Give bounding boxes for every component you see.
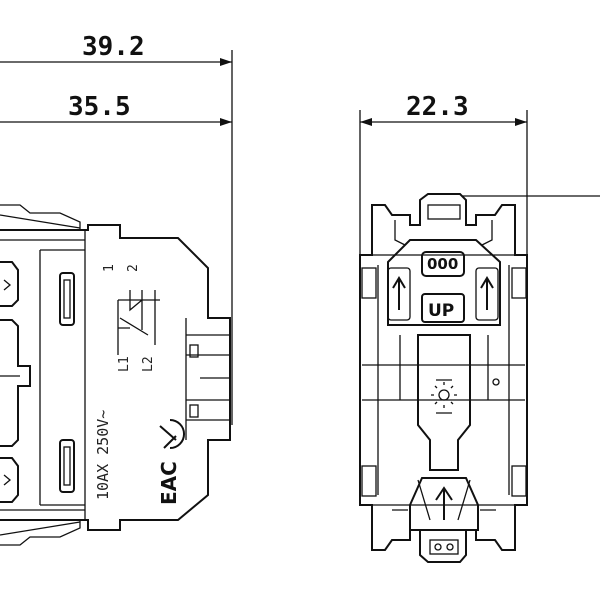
switch-symbol-icon [117, 290, 160, 355]
terminal-label-l2: L2 [141, 356, 156, 372]
ce-mark-icon [159, 419, 185, 449]
code-label: 000 [427, 255, 458, 273]
front-view: 000 UP [359, 193, 528, 563]
terminal-label-2: 2 [126, 264, 141, 272]
terminal-label-l1: L1 [117, 356, 132, 372]
dimension-label-module: 22.3 [406, 92, 469, 122]
up-label: UP [428, 301, 454, 321]
arrow-up-icon [387, 267, 411, 321]
dimension-module: 22.3 [359, 92, 528, 255]
dimension-label-body: 35.5 [68, 92, 131, 122]
dimension-label-overall: 39.2 [82, 32, 145, 62]
arrow-up-icon [475, 267, 499, 321]
lamp-icon [431, 379, 457, 414]
dimension-body: 35.5 [0, 92, 232, 126]
side-view: 1 2 L1 L2 10AX 250V~ EAC [0, 204, 231, 546]
rating-text: 10AX 250V~ [94, 410, 112, 500]
dimension-overall: 39.2 [0, 32, 232, 66]
terminal-label-1: 1 [102, 264, 117, 272]
eac-mark: EAC [157, 461, 181, 505]
